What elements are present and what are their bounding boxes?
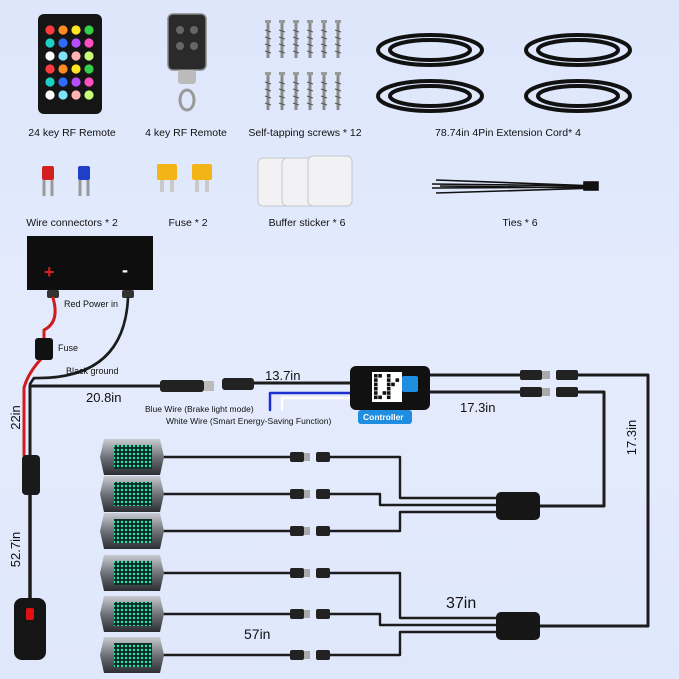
length-57in: 57in (244, 626, 271, 642)
length-20-8in: 20.8in (86, 390, 122, 405)
label-24key-remote: 24 key RF Remote (28, 127, 116, 139)
length-17-3in-horizontal: 17.3in (460, 400, 496, 415)
inline-fuse-icon (35, 338, 53, 360)
qr-code-icon (372, 372, 418, 402)
label-black-ground: Black ground (66, 366, 119, 376)
led-pod-icon (100, 476, 164, 512)
label-fuse: Fuse * 2 (168, 217, 208, 229)
y-splitter-icon (496, 492, 540, 640)
battery-icon (27, 236, 153, 298)
length-13-7in: 13.7in (265, 368, 301, 383)
battery-positive: + (44, 262, 55, 282)
controller-box-icon (350, 366, 430, 424)
label-4key-remote: 4 key RF Remote (145, 127, 227, 139)
label-controller: Controller (363, 412, 404, 422)
label-blue-wire: Blue Wire (Brake light mode) (145, 404, 254, 414)
length-17-3in-vertical: 17.3in (624, 419, 640, 456)
fuse-icon (157, 164, 212, 192)
led-pod-icon (100, 439, 164, 475)
led-pod-icon (100, 555, 164, 591)
length-22in: 22in (7, 405, 23, 430)
label-screws: Self-tapping screws * 12 (248, 127, 362, 139)
led-pod-icon (100, 596, 164, 632)
label-extension-cord: 78.74in 4Pin Extension Cord* 4 (435, 127, 581, 139)
screw-icon (264, 20, 342, 110)
battery-negative: - (122, 260, 128, 280)
length-37in: 37in (446, 595, 477, 612)
label-buffer-sticker: Buffer sticker * 6 (268, 217, 346, 229)
switch-icon (14, 598, 46, 660)
label-white-wire: White Wire (Smart Energy-Saving Function… (166, 416, 332, 426)
cable-tie-icon (431, 179, 599, 194)
wire-connector-icon (42, 166, 90, 196)
remote-4key-icon (167, 13, 207, 112)
remote-24key-icon (38, 14, 102, 114)
label-inline-fuse: Fuse (58, 343, 79, 353)
led-pod-icon (100, 513, 164, 549)
length-52-7in: 52.7in (8, 531, 24, 568)
label-red-power: Red Power in (64, 299, 119, 309)
buffer-sticker-icon (257, 155, 353, 207)
label-ties: Ties * 6 (502, 217, 538, 229)
led-pod-icon (100, 637, 164, 673)
extension-cord-icon (376, 33, 632, 113)
label-wire-connectors: Wire connectors * 2 (26, 217, 118, 229)
